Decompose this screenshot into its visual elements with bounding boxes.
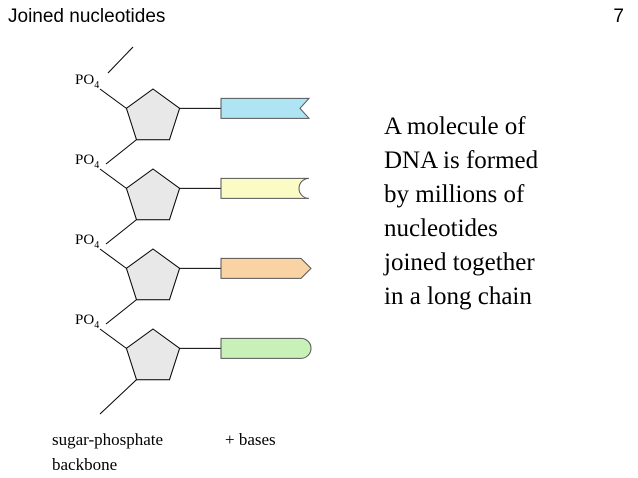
backbone-label: sugar-phosphate backbone	[52, 427, 163, 477]
sugar-pentagon	[125, 88, 181, 141]
bases-label: + bases	[225, 430, 276, 449]
backbone-segment	[105, 139, 137, 165]
description-line: DNA is formed	[384, 147, 539, 174]
slide-number: 7	[613, 6, 624, 27]
base-shape	[220, 257, 312, 279]
sugar-pentagon	[125, 328, 181, 381]
backbone-segment	[105, 219, 137, 245]
base-shape	[220, 337, 312, 359]
sugar-pentagon	[125, 248, 181, 301]
description-line: joined together	[384, 249, 535, 276]
description-line: A molecule of	[384, 113, 526, 140]
phosphate-bond	[99, 88, 127, 109]
slide-title: Joined nucleotides	[8, 6, 166, 27]
description-line: in a long chain	[384, 283, 532, 310]
phosphate-bond	[99, 328, 127, 349]
backbone-label-line: backbone	[52, 455, 118, 474]
description-line: by millions of	[384, 181, 525, 208]
description-line: nucleotides	[384, 215, 498, 242]
backbone-label-line: sugar-phosphate	[52, 430, 164, 449]
backbone-segment	[105, 299, 137, 325]
base-shape	[220, 97, 311, 119]
phosphate-bond	[99, 248, 127, 269]
phosphate-label: PO4	[75, 72, 99, 91]
description-text: A molecule of DNA is formed by millions …	[384, 110, 624, 314]
backbone-segment	[99, 379, 137, 415]
backbone-segment	[107, 46, 134, 74]
phosphate-bond	[99, 168, 127, 189]
sugar-pentagon	[125, 168, 181, 221]
phosphate-label: PO4	[75, 312, 99, 331]
base-shape	[220, 177, 310, 199]
phosphate-label: PO4	[75, 232, 99, 251]
phosphate-label: PO4	[75, 152, 99, 171]
